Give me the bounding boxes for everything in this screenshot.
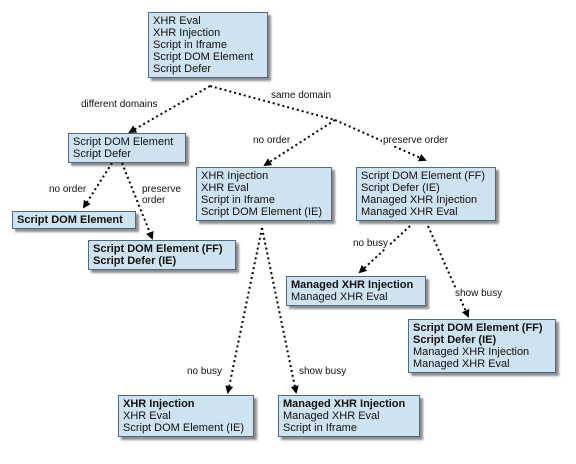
node-script-dom-element: Script DOM Element: [12, 211, 136, 229]
node-line: Managed XHR Eval: [413, 358, 510, 370]
node-line: Managed XHR Injection: [361, 194, 478, 206]
node-script-dom-element-ff: Script DOM Element (FF) Script Defer (IE…: [88, 240, 236, 270]
edge-root-different-domains: [128, 85, 211, 133]
node-line: Script DOM Element (IE): [201, 206, 323, 218]
node-line: XHR Eval: [153, 15, 201, 27]
edge-diff-preserve-order: [121, 162, 154, 240]
edge-root-same-domain: [209, 85, 336, 121]
node-line: Script Defer (IE): [413, 334, 497, 346]
edge-label-same-domain: same domain: [270, 90, 333, 101]
node-line: Script in Iframe: [153, 39, 227, 51]
node-line: Script in Iframe: [201, 194, 275, 206]
node-line: XHR Injection: [123, 398, 195, 410]
edge-same-domain-no-order: [263, 119, 336, 167]
edge-preserve-no-busy: [358, 225, 411, 274]
edge-label-no-busy-bottom: no busy: [186, 366, 224, 377]
node-line: Script DOM Element (IE): [123, 422, 245, 434]
edge-label-show-busy-right: show busy: [454, 288, 504, 299]
node-line: Script DOM Element: [153, 51, 254, 63]
node-show-busy-right: Script DOM Element (FF) Script Defer (IE…: [408, 319, 556, 373]
node-xhr-injection: XHR Injection XHR Eval Script DOM Elemen…: [118, 395, 254, 437]
edge-label-preserve-order-left: preserve order: [142, 184, 181, 206]
edge-diff-no-order: [82, 162, 113, 209]
node-all-techniques: XHR Eval XHR Injection Script in Iframe …: [148, 12, 268, 78]
node-line: Managed XHR Injection: [413, 346, 530, 358]
edge-noorder-show-busy: [261, 227, 299, 394]
node-line: Managed XHR Injection: [291, 279, 414, 291]
node-line: XHR Injection: [153, 27, 221, 39]
node-line: Script DOM Element (FF): [93, 243, 223, 255]
node-managed-xhr-bottom: Managed XHR Injection Managed XHR Eval S…: [278, 395, 420, 437]
node-line: Script Defer (IE): [361, 182, 440, 194]
node-line: XHR Injection: [201, 170, 269, 182]
edge-label-preserve-order-right: preserve order: [382, 135, 450, 146]
node-line: Managed XHR Injection: [283, 398, 406, 410]
edge-label-no-order-mid: no order: [252, 135, 292, 146]
node-line: XHR Eval: [123, 410, 171, 422]
edge-label-different-domains: different domains: [80, 99, 159, 110]
node-preserve-order: Script DOM Element (FF) Script Defer (IE…: [356, 167, 496, 221]
node-line: Script DOM Element: [73, 136, 174, 148]
node-line: Script Defer (IE): [93, 255, 177, 267]
node-managed-xhr-injection: Managed XHR Injection Managed XHR Eval: [286, 276, 426, 306]
node-line: Script in Iframe: [283, 422, 357, 434]
node-line: Script Defer: [73, 148, 132, 160]
node-no-order: XHR Injection XHR Eval Script in Iframe …: [196, 167, 332, 221]
node-line: Managed XHR Eval: [361, 206, 458, 218]
node-different-domains: Script DOM Element Script Defer: [68, 133, 186, 163]
edge-label-no-busy-right: no busy: [352, 238, 390, 249]
edge-label-show-busy-bottom: show busy: [298, 366, 348, 377]
node-line: XHR Eval: [201, 182, 249, 194]
node-line: Script DOM Element (FF): [413, 322, 543, 334]
edge-preserve-show-busy: [427, 225, 470, 318]
node-line: Script DOM Element (FF): [361, 170, 486, 182]
edge-label-no-order-left: no order: [48, 184, 88, 195]
node-line: Script Defer: [153, 63, 212, 75]
node-line: Managed XHR Eval: [291, 291, 388, 303]
node-line: Managed XHR Eval: [283, 410, 380, 422]
edge-same-domain-preserve-order: [334, 119, 427, 162]
node-line: Script DOM Element: [17, 214, 123, 226]
